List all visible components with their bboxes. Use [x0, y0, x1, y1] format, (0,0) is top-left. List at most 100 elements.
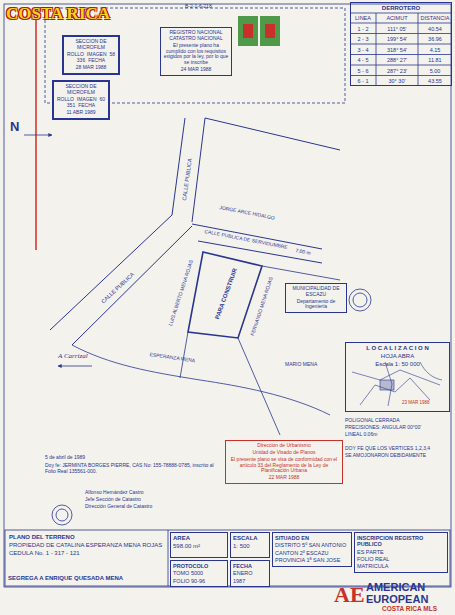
registry-stamp: REGISTRO NACIONAL CATASTRO NACIONALEl pr… — [160, 27, 232, 76]
node-text: FECHA — [78, 103, 95, 109]
node-text: HOJA ABRA — [381, 353, 414, 360]
table-cell: ACIMUT — [376, 15, 418, 21]
node-text: 336 — [77, 58, 85, 64]
logo-text: COSTA RICA MLS — [382, 605, 437, 612]
node-text: CANTON 2º ESCAZU — [275, 550, 329, 556]
node-text: FOLIO 90-96 — [173, 578, 205, 584]
seal — [52, 505, 72, 525]
direction-label: A Carrizal — [58, 352, 88, 360]
certification-note: SE AMOJONARON DEBIDAMENTE — [345, 453, 426, 459]
node-text: IMAGEN — [87, 52, 107, 58]
logo-text: EUROPEAN — [366, 593, 428, 606]
title-block-frame — [5, 530, 450, 586]
node-text: 28 MAR 1988 — [76, 65, 107, 71]
node-text: PROVINCIA 1ª SAN JOSE — [275, 557, 340, 563]
north-arrow — [24, 135, 52, 136]
node-text: MATRICULA — [357, 563, 388, 569]
seal — [56, 509, 68, 521]
protocol-cell: PROTOCOLOTOMO 5000FOLIO 90-96 — [170, 560, 228, 587]
location-map — [352, 362, 442, 406]
north-label: N — [10, 120, 19, 135]
node-text: TOMO 5000 — [173, 570, 203, 576]
title-block-rule — [168, 530, 169, 586]
table-cell: 40.54 — [418, 26, 452, 32]
logo-text: AMERICAN — [366, 581, 425, 594]
node-text: DISTRITO 5º SAN ANTONIO — [275, 542, 346, 548]
title-cell: PLANO DEL TERRENOPROPIEDAD DE CATALINA E… — [7, 532, 167, 560]
direction-arrow — [58, 366, 92, 367]
area-cell: AREA598.00 m² — [170, 532, 228, 558]
table-cell: 2 - 3 — [350, 36, 376, 42]
table-cell: 4 - 5 — [350, 57, 376, 63]
node-text: 351 — [67, 103, 75, 109]
node-heading: Direccion de Urbanismo — [228, 443, 340, 449]
note-text: Jefe Sección de Catastro — [85, 497, 141, 503]
node-heading: AREA — [173, 535, 190, 542]
table-cell: DISTANCIA — [418, 15, 452, 21]
table-cell: LINEA — [350, 15, 376, 21]
node-text: ROLLO — [57, 97, 74, 103]
node-text: IMAGEN — [77, 97, 97, 103]
node-heading: L O C A L I Z A C I O N — [366, 345, 429, 352]
node-heading: SECCION DE MICROFILM — [56, 84, 106, 96]
precision-note: LINEAL 0.06m — [345, 432, 377, 438]
lot-outline — [188, 252, 262, 338]
node-text: CEDULA No. 1 - 317 - 121 — [9, 550, 80, 557]
note-text: Dirección General de Catastro — [85, 504, 152, 510]
node-text: 60 — [100, 97, 106, 103]
microfilm-stamp: SECCION DE MICROFILMROLLOIMAGEN58 336FECH… — [62, 35, 120, 75]
approval-stamp: Direccion de UrbanismoUnidad de Visado d… — [225, 440, 343, 484]
node-text: 22 MAR 1988 — [269, 475, 300, 481]
table-cell: 5 - 6 — [350, 68, 376, 74]
neighbor-name: MARIO MENA — [285, 362, 317, 368]
precision-note: POLIGONAL CERRADA — [345, 418, 400, 424]
node-text: 58 — [110, 52, 116, 58]
node-text: FECHA — [88, 58, 105, 64]
node-heading: INSCRIPCION REGISTRO PUBLICO — [357, 535, 445, 548]
table-cell: 11.81 — [418, 57, 452, 63]
table-cell: 5.00 — [418, 68, 452, 74]
node-heading: SITUADO EN — [275, 535, 309, 541]
node-text: FOLIO REAL — [357, 556, 389, 562]
node-text: Escala 1: 50 000 — [375, 361, 420, 368]
node-text: 598.00 m² — [173, 543, 200, 550]
watermark: COSTA RICA — [6, 4, 110, 24]
seal — [349, 289, 371, 311]
node-heading: PROTOCOLO — [173, 563, 208, 569]
node-heading: DERROTERO — [382, 5, 420, 12]
postage-stamps — [238, 16, 280, 46]
road-name: CALLE PUBLICA — [181, 158, 193, 201]
note-text: 5 de abril de 1989 — [45, 455, 85, 461]
node-text: 24 MAR 1988 — [181, 67, 212, 73]
registry-cell: INSCRIPCION REGISTRO PUBLICOES PARTEFOLI… — [354, 532, 448, 573]
node-text: PROPIEDAD DE CATALINA ESPERANZA MENA ROJ… — [9, 542, 162, 549]
node-text: El presente plano se visa de conformidad… — [228, 457, 340, 474]
neighbor-name: FERNANDO MENA ROJAS — [250, 276, 275, 336]
certification-note: DOY FE QUE LOS VERTICES 1,2,3,4 — [345, 446, 430, 452]
date-stamp: 23 MAR 1988 — [402, 400, 430, 405]
table-cell: 1 - 2 — [350, 26, 376, 32]
node-heading: ESCALA — [233, 535, 258, 542]
table-cell: 4.15 — [418, 47, 452, 53]
lot-label: PARA CONSTRUIR — [214, 268, 239, 321]
table-cell: 6 - 1 — [350, 78, 376, 84]
dimension: 7.00 m — [295, 248, 311, 257]
table-cell: 111° 05' — [376, 26, 418, 32]
sheet-border — [4, 4, 451, 587]
location-cell: SITUADO ENDISTRITO 5º SAN ANTONIO CANTON … — [272, 532, 352, 567]
node-text: Unidad de Visado de Planos — [252, 450, 315, 456]
note-text: Doy fe: JERMINTA BORGES PIERRE, CAS No: … — [45, 463, 215, 475]
table-cell: 199° 54' — [376, 36, 418, 42]
node-heading: FECHA — [233, 563, 252, 569]
node-text: ES PARTE — [357, 549, 384, 555]
neighbor-name: ESPERANZA MENA — [149, 352, 195, 364]
table-grid — [350, 13, 452, 86]
municipal-stamp: MUNICIPALIDAD DE ESCAZUDepartamento de I… — [285, 283, 347, 313]
node-text: 1: 500 — [233, 543, 250, 550]
node-text: ROLLO — [67, 52, 84, 58]
node-heading: MUNICIPALIDAD DE ESCAZU — [288, 286, 344, 298]
node-heading: SECCION DE MICROFILM — [66, 39, 116, 51]
node-heading: PLANO DEL TERRENO — [9, 534, 75, 541]
node-text: 1987 — [233, 578, 245, 584]
seal — [353, 293, 367, 307]
